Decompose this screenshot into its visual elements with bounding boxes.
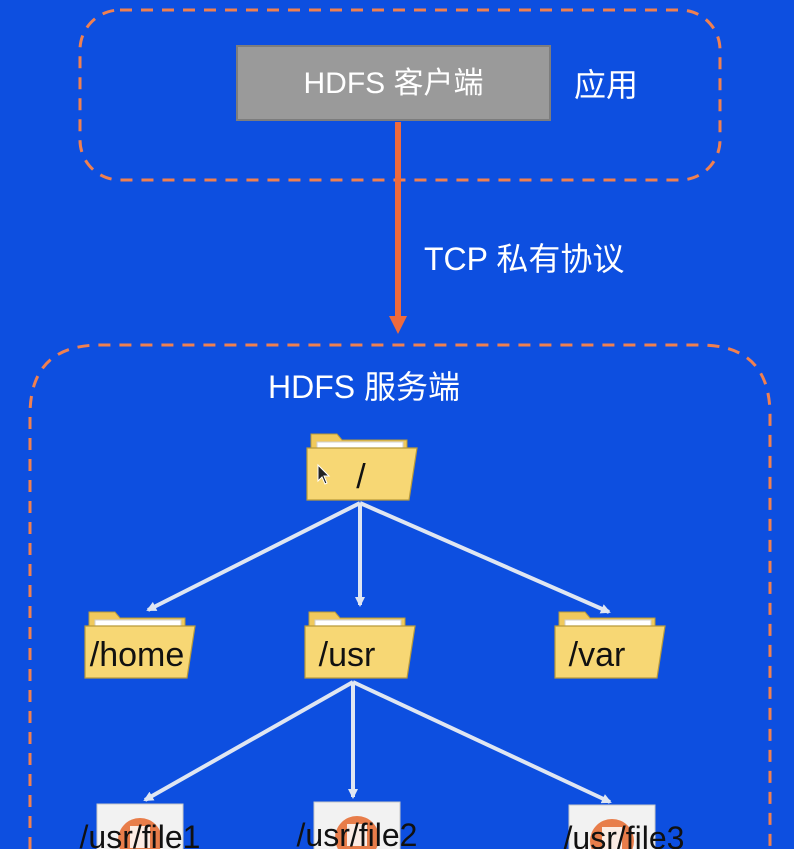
home-folder[interactable]: /home [84, 611, 196, 679]
server-title: HDFS 服务端 [268, 369, 460, 405]
usr-folder[interactable]: /usr [304, 611, 416, 679]
home-folder-label: /home [90, 636, 185, 674]
var-folder-label: /var [569, 636, 626, 674]
root-folder-label: / [356, 458, 366, 496]
arrow-root-to-home [146, 501, 361, 612]
application-label: 应用 [574, 67, 638, 103]
file2-item[interactable]: /usr/file2 [297, 801, 418, 849]
arrow-usr-to-file3 [352, 680, 612, 804]
hdfs-client-box[interactable]: HDFS 客户端 [236, 45, 551, 121]
tree-arrows [143, 501, 612, 804]
file3-label: /usr/file3 [564, 820, 685, 849]
file1-item[interactable]: /usr/file1 [80, 803, 201, 849]
server-region-border [28, 343, 772, 849]
arrow-root-to-var [359, 501, 611, 614]
arrow-usr-to-file1 [143, 680, 354, 802]
file3-item[interactable]: /usr/file3 [564, 804, 685, 849]
file1-label: /usr/file1 [80, 819, 201, 849]
tcp-protocol-label: TCP 私有协议 [424, 241, 624, 277]
var-folder[interactable]: /var [554, 611, 666, 679]
hdfs-client-label: HDFS 客户端 [304, 67, 484, 100]
mouse-cursor-icon [317, 463, 331, 485]
root-folder[interactable]: / [306, 433, 418, 501]
usr-folder-label: /usr [319, 636, 376, 674]
file2-label: /usr/file2 [297, 817, 418, 849]
